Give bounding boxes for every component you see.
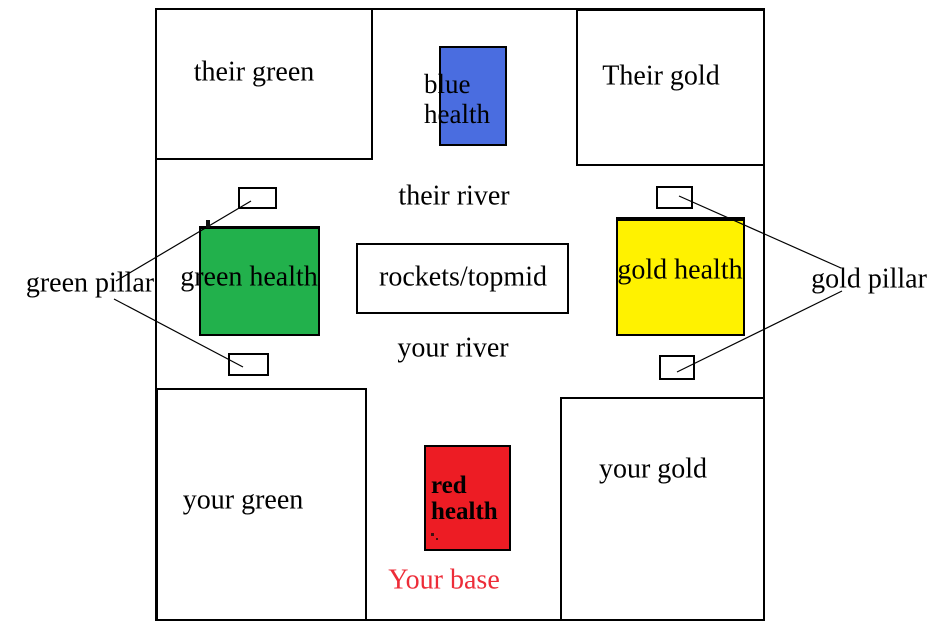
blue-health-box: [439, 46, 507, 146]
rockets-topmid-box: [356, 243, 569, 314]
red-health-box: [424, 445, 511, 551]
paint-artifact-dot: [431, 533, 434, 536]
gold-pillar-bottom-marker: [659, 355, 695, 380]
green-health-label: green health: [180, 261, 318, 293]
their-green-zone-box: [155, 8, 373, 160]
green-pillar-bottom-marker: [228, 353, 269, 376]
paint-artifact-dot: [436, 538, 438, 540]
green-health-box: [199, 226, 320, 336]
their-gold-zone-box: [576, 8, 765, 166]
their-green-label: their green: [193, 56, 315, 88]
rockets-topmid-label: rockets/topmid: [379, 261, 547, 293]
map-outer-border: [155, 8, 765, 621]
your-base-label: Your base: [388, 564, 500, 596]
red-health-label: red health: [431, 472, 498, 525]
your-green-zone-box: [156, 388, 367, 621]
your-river-label: your river: [397, 332, 509, 364]
your-gold-label: your gold: [598, 453, 708, 485]
your-green-label: your green: [182, 484, 304, 516]
blue-health-label: blue health: [424, 69, 490, 129]
green-pillar-label: green pillar: [25, 267, 155, 299]
their-river-label: their river: [398, 180, 510, 212]
paint-artifact-mark: [206, 220, 210, 228]
gold-health-label: gold health: [617, 254, 743, 286]
their-gold-label: Their gold: [602, 60, 720, 92]
gold-pillar-top-marker: [656, 186, 693, 209]
gold-health-box: [616, 217, 745, 336]
gold-pillar-label: gold pillar: [811, 263, 927, 295]
your-gold-zone-box: [560, 397, 765, 621]
